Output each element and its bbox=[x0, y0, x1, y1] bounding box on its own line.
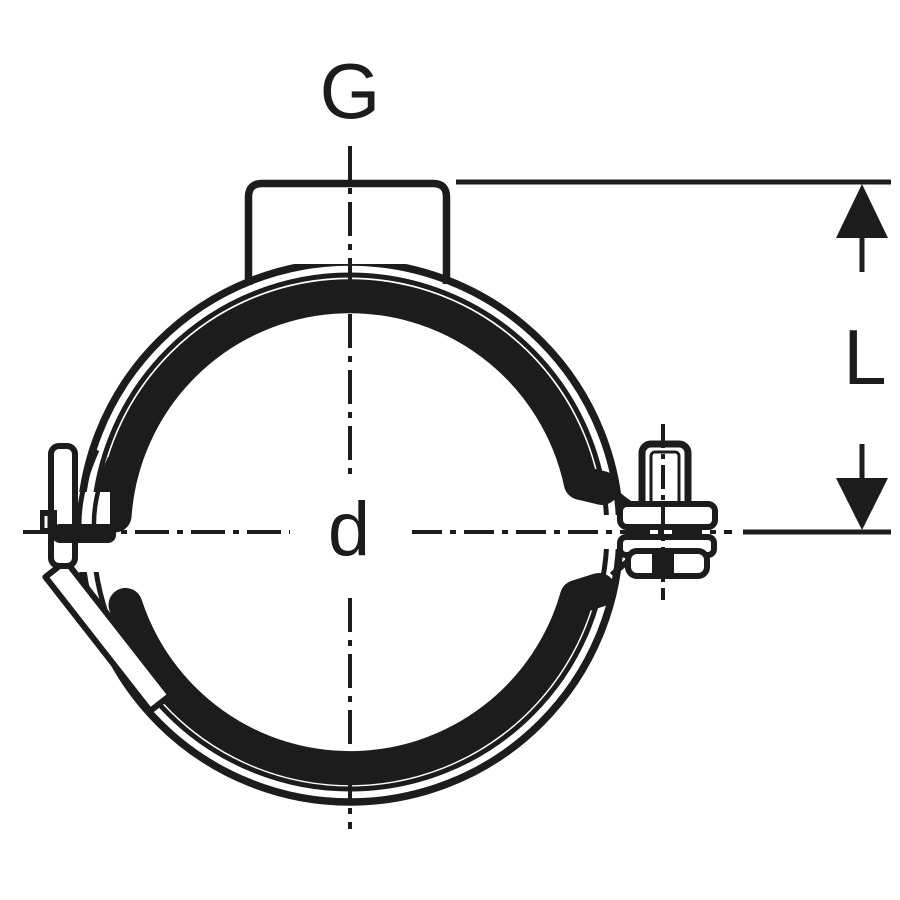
arrow-down-icon bbox=[836, 478, 888, 530]
hook-band-edge-inner bbox=[91, 457, 113, 528]
hook-band-edge-outer bbox=[76, 448, 100, 525]
rubber-liner-arc-bottom bbox=[108, 580, 594, 786]
rubber-liner bbox=[97, 279, 619, 786]
hook-strip bbox=[48, 443, 78, 569]
hook-angled-band bbox=[42, 558, 174, 714]
threaded-boss-fill bbox=[248, 183, 447, 264]
flange-top bbox=[617, 501, 718, 530]
rubber-liner-arc-top bbox=[97, 279, 598, 533]
rubber-tip-upper-right bbox=[563, 465, 619, 505]
label-thread-g: G bbox=[320, 47, 381, 135]
threaded-boss bbox=[244, 179, 451, 285]
label-diameter-d: d bbox=[328, 487, 370, 572]
label-length-l: L bbox=[843, 313, 886, 401]
dimension-l bbox=[456, 179, 891, 535]
arrow-up-icon bbox=[836, 184, 888, 238]
hook-latch-tab bbox=[40, 510, 57, 533]
centerlines bbox=[23, 146, 732, 829]
rubber-tip-lower-right bbox=[559, 573, 616, 614]
